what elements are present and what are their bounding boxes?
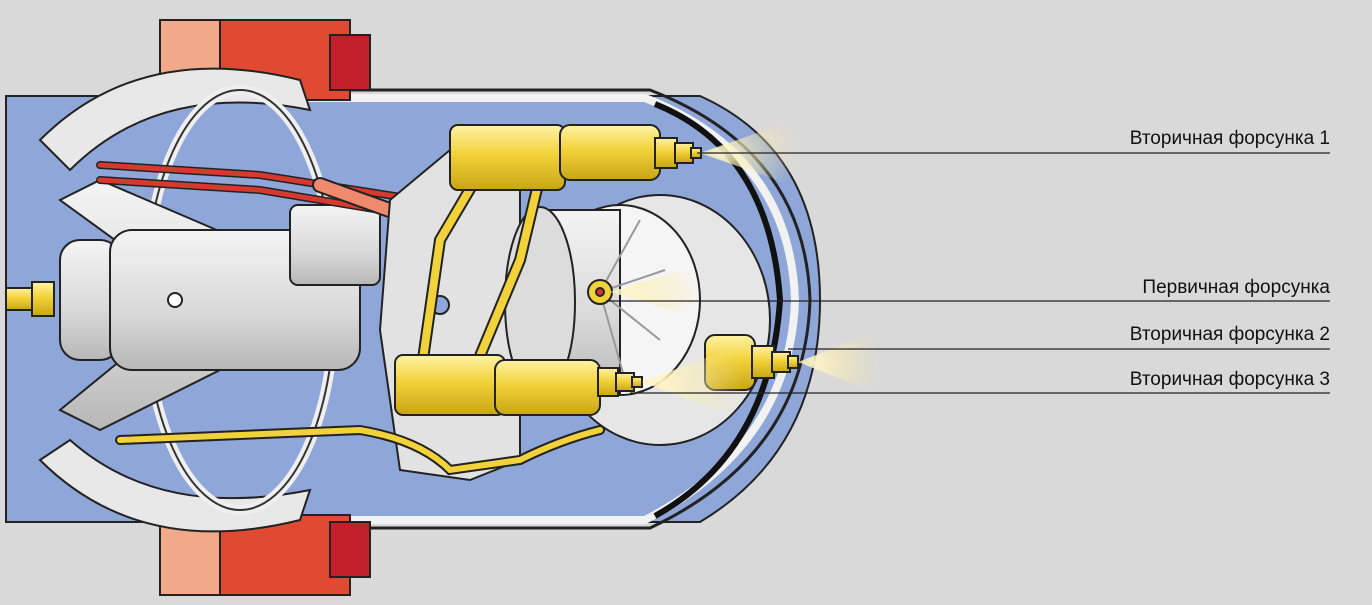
label-secondary-injector-3: Вторичная форсунка 3	[1129, 369, 1330, 390]
burner-spider	[58, 178, 381, 432]
label-primary-injector: Первичная форсунка	[1142, 277, 1330, 298]
fuel-inlet-fitting	[5, 281, 55, 317]
secondary-injector-3	[394, 354, 643, 416]
leader-lines	[606, 152, 1330, 394]
label-secondary-injector-1: Вторичная форсунка 1	[1129, 128, 1330, 149]
secondary-injector-1	[449, 124, 702, 191]
primary-injector	[587, 279, 613, 305]
label-secondary-injector-2: Вторичная форсунка 2	[1129, 324, 1330, 345]
casing-shell	[300, 88, 812, 530]
